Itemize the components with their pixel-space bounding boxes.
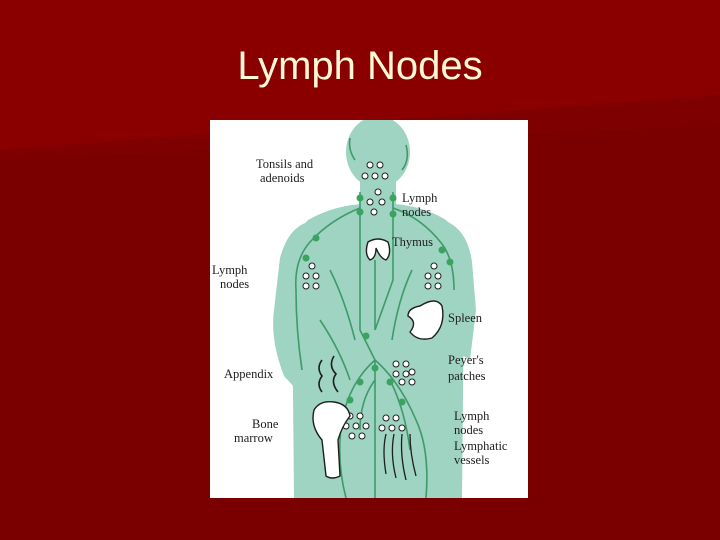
label-appendix: Appendix <box>224 367 274 381</box>
label-lymph-nodes-neck-line1: Lymph <box>402 191 438 205</box>
label-bone-line1: Bone <box>252 417 279 431</box>
appendix-organ <box>318 355 339 393</box>
label-lymph-nodes-left-line2: nodes <box>220 277 249 291</box>
label-bone-line2: marrow <box>234 431 273 445</box>
label-lymphatic-line2: vessels <box>454 453 490 467</box>
lymph-vessels <box>294 137 455 498</box>
label-thymus: Thymus <box>392 235 433 249</box>
label-peyers-line1: Peyer's <box>448 353 484 367</box>
spleen-organ <box>407 300 444 340</box>
label-lymph-nodes-right-line2: nodes <box>454 423 483 437</box>
label-spleen: Spleen <box>448 311 483 325</box>
label-lymph-nodes-right-line1: Lymph <box>454 409 490 423</box>
lymphatic-diagram: Tonsils and adenoids Lymph nodes Thymus … <box>210 120 528 498</box>
label-lymphatic-line1: Lymphatic <box>454 439 508 453</box>
diagram-canvas: Tonsils and adenoids Lymph nodes Thymus … <box>212 120 508 498</box>
label-lymph-nodes-neck-line2: nodes <box>402 205 431 219</box>
slide-title: Lymph Nodes <box>237 44 483 88</box>
diagram-labels: Tonsils and adenoids Lymph nodes Thymus … <box>212 157 508 467</box>
label-tonsils-line1: Tonsils and <box>256 157 314 171</box>
lymph-node-dots <box>302 194 454 406</box>
bone-marrow-organ <box>312 400 351 479</box>
label-lymph-nodes-left-line1: Lymph <box>212 263 248 277</box>
label-tonsils-line2: adenoids <box>260 171 305 185</box>
thymus-organ <box>365 238 391 261</box>
intestine-vessels <box>383 433 417 481</box>
label-peyers-line2: patches <box>448 369 486 383</box>
